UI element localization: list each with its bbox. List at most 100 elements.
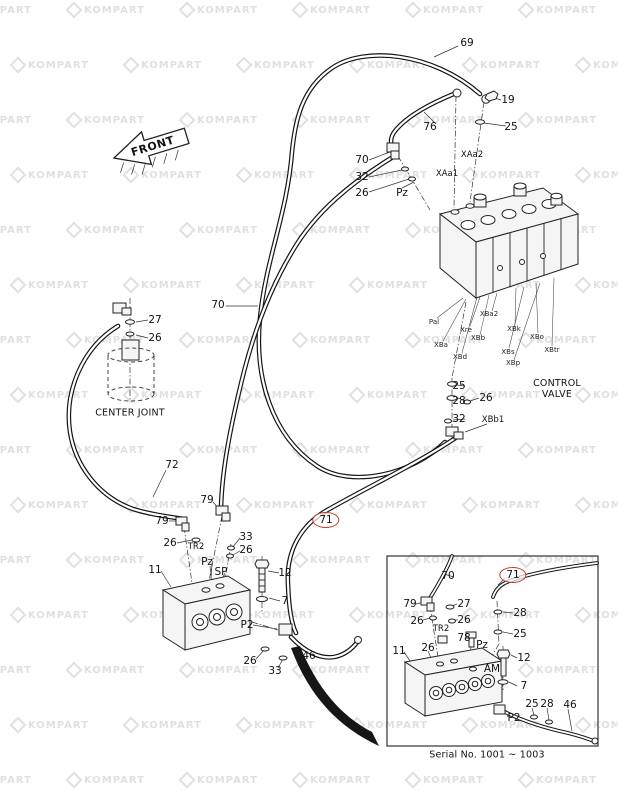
upper-hose-fittings xyxy=(386,88,499,182)
watermark-logo: KOMPART xyxy=(235,276,315,294)
watermark-logo: KOMPART xyxy=(348,606,428,624)
part-callout-76: 76 xyxy=(423,120,437,133)
watermark-logo: KOMPART xyxy=(235,386,315,404)
center-joint-drawing xyxy=(107,298,155,402)
part-callout-7: 7 xyxy=(520,679,528,692)
part-callout-p2: P2 xyxy=(507,711,521,724)
part-callout-tr2: TR2 xyxy=(432,624,450,635)
watermark-logo: KOMPART xyxy=(65,771,145,789)
watermark-logo: KOMPART xyxy=(404,111,484,129)
part-callout-27: 27 xyxy=(148,313,162,326)
part-callout-xbb: XBb xyxy=(470,333,486,342)
watermark-logo: KOMPART xyxy=(291,1,371,19)
port-label-fan xyxy=(436,277,555,361)
detail-pointer-swoosh xyxy=(291,646,379,746)
part-callout-sp: SP xyxy=(214,565,228,578)
front-arrow xyxy=(112,127,190,175)
part-callout-46: 46 xyxy=(563,698,577,711)
part-callout-69: 69 xyxy=(460,36,474,49)
watermark-logo: KOMPART xyxy=(178,661,258,679)
watermark-logo: KOMPART xyxy=(122,386,202,404)
part-callout-79: 79 xyxy=(403,597,417,610)
watermark-logo: KOMPART xyxy=(0,774,32,786)
part-callout-28: 28 xyxy=(513,606,527,619)
part-callout-46: 46 xyxy=(302,649,316,662)
watermark-logo: KOMPART xyxy=(178,221,258,239)
watermark-logo: KOMPART xyxy=(65,111,145,129)
watermark-logo: KOMPART xyxy=(178,1,258,19)
watermark-logo: KOMPART xyxy=(122,716,202,734)
watermark-logo: KOMPART xyxy=(348,496,428,514)
watermark-logo: KOMPART xyxy=(574,276,618,294)
watermark-logo: KOMPART xyxy=(122,166,202,184)
part-callout-tr2: TR2 xyxy=(187,542,205,553)
watermark-logo: KOMPART xyxy=(461,496,541,514)
part-callout-pz: Pz xyxy=(396,186,408,199)
manifold-fittings xyxy=(175,505,362,661)
part-callout-pal: Pal xyxy=(428,317,440,326)
part-callout-11: 11 xyxy=(392,644,406,657)
part-callout-am: AM xyxy=(483,662,501,675)
part-callout-25: 25 xyxy=(504,120,518,133)
highlight-balloon-71: 71 xyxy=(499,566,527,584)
watermark-logo: KOMPART xyxy=(517,551,597,569)
watermark-logo: KOMPART xyxy=(348,276,428,294)
part-callout-26: 26 xyxy=(457,613,471,626)
part-callout-19: 19 xyxy=(501,93,515,106)
watermark-logo: KOMPART xyxy=(291,331,371,349)
watermark-logo: KOMPART xyxy=(9,386,89,404)
watermark-logo: KOMPART xyxy=(574,166,618,184)
watermark-logo: KOMPART xyxy=(0,224,32,236)
watermark-logo: KOMPART xyxy=(404,331,484,349)
watermark-logo: KOMPART xyxy=(235,496,315,514)
part-callout-11: 11 xyxy=(148,563,162,576)
watermark-logo: KOMPART xyxy=(9,716,89,734)
watermark-logo: KOMPART xyxy=(404,1,484,19)
center-joint-caption: CENTER JOINT xyxy=(95,407,165,419)
watermark-logo: KOMPART xyxy=(404,441,484,459)
watermark-logo: KOMPART xyxy=(404,771,484,789)
watermark-logo: KOMPART xyxy=(65,221,145,239)
part-callout-26: 26 xyxy=(148,331,162,344)
watermark-logo: KOMPART xyxy=(178,111,258,129)
part-callout-pz: Pz xyxy=(201,555,213,568)
inset-detail-box xyxy=(386,554,599,747)
part-callout-26: 26 xyxy=(421,641,435,654)
watermark-logo: KOMPART xyxy=(9,166,89,184)
watermark-logo: KOMPART xyxy=(9,56,89,74)
part-callout-79: 79 xyxy=(155,514,169,527)
watermark-logo: KOMPART xyxy=(65,331,145,349)
watermark-logo: KOMPART xyxy=(461,716,541,734)
part-callout-26: 26 xyxy=(355,186,369,199)
watermark-logo: KOMPART xyxy=(517,771,597,789)
valve-lower-fittings xyxy=(444,381,471,440)
part-callout-26: 26 xyxy=(410,614,424,627)
part-callout-28: 28 xyxy=(452,394,466,407)
watermark-logo: KOMPART xyxy=(517,661,597,679)
watermark-logo: KOMPART xyxy=(574,606,618,624)
part-callout-25: 25 xyxy=(452,379,466,392)
watermark-logo: KOMPART xyxy=(517,441,597,459)
highlight-balloon-71: 71 xyxy=(312,511,340,529)
watermark-logo: KOMPART xyxy=(291,661,371,679)
watermark-logo: KOMPART xyxy=(517,331,597,349)
serial-number-caption: Serial No. 1001 ~ 1003 xyxy=(429,749,545,761)
part-callout-25: 25 xyxy=(513,627,527,640)
watermark-logo: KOMPART xyxy=(291,111,371,129)
watermark-logo: KOMPART xyxy=(517,111,597,129)
watermark-logo: KOMPART xyxy=(122,56,202,74)
part-callout-78: 78 xyxy=(457,631,471,644)
part-callout-72: 72 xyxy=(165,458,179,471)
part-callout-xbd: XBd xyxy=(452,352,468,361)
part-callout-xba2: XBa2 xyxy=(479,309,499,318)
watermark-logo: KOMPART xyxy=(178,771,258,789)
watermark-logo: KOMPART xyxy=(0,114,32,126)
control-valve-caption: CONTROL VALVE xyxy=(533,378,581,400)
watermark-logo: KOMPART xyxy=(517,1,597,19)
watermark-logo: KOMPART xyxy=(178,551,258,569)
watermark-logo: KOMPART xyxy=(0,444,32,456)
watermark-logo: KOMPART xyxy=(461,606,541,624)
part-callout-xaa1: XAa1 xyxy=(435,169,459,180)
